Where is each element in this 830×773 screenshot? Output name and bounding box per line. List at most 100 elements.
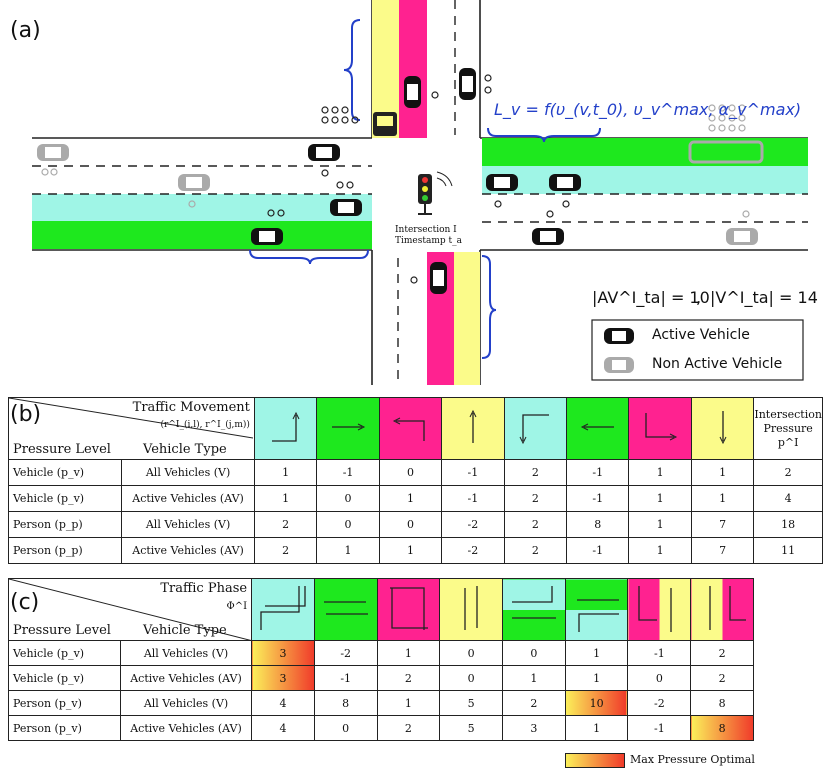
table-cell: Person (p_p) xyxy=(7,537,123,564)
table-cell: 2 xyxy=(503,485,568,512)
table-cell: 5 xyxy=(439,690,504,716)
table-cell: Active Vehicles (AV) xyxy=(121,537,255,564)
phase-icon-8 xyxy=(690,578,754,641)
brace-east xyxy=(487,127,601,143)
v-count: |V^I_ta| = 14 xyxy=(710,288,818,307)
table-cell: Active Vehicles (AV) xyxy=(119,665,253,691)
timestamp-label: Timestamp t_a xyxy=(395,236,462,246)
table-cell: Active Vehicles (AV) xyxy=(121,485,255,512)
phase-sub-label: Φ^I xyxy=(226,601,248,612)
passengers-grey xyxy=(41,104,750,218)
panel-a-label: (a) xyxy=(10,18,41,43)
table-cell: 2 xyxy=(503,459,568,486)
table-cell: 1 xyxy=(564,640,629,666)
table-cell: 0 xyxy=(439,665,504,691)
table-cell: -1 xyxy=(313,665,378,691)
formula-label: L_v = f(υ_(v,t_0), υ_v^max, α_v^max) xyxy=(494,100,802,119)
phase-icon-4 xyxy=(439,578,504,641)
phase-icon-3 xyxy=(376,578,441,641)
table-b-header: Traffic Movement (r^I_(i,l), r^I_(j,m)) … xyxy=(8,397,255,460)
pressure-level-label: Pressure Level xyxy=(13,442,111,457)
table-cell: All Vehicles (V) xyxy=(119,690,253,716)
table-cell: 4 xyxy=(251,715,315,741)
table-cell: 8 xyxy=(690,690,754,716)
movement-icon-7 xyxy=(628,397,692,460)
av-count: |AV^I_ta| = 10 xyxy=(592,288,710,307)
phase-icon-6 xyxy=(564,578,629,641)
max-pressure-cell: 8 xyxy=(690,715,754,741)
table-cell: -2 xyxy=(441,537,505,564)
table-cell: 2 xyxy=(503,537,568,564)
intersection-label: Intersection I xyxy=(395,225,457,235)
phase-pressure-table: Traffic Phase Φ^I Pressure Level Vehicle… xyxy=(7,578,754,741)
table-cell: 8 xyxy=(313,690,378,716)
non-active-cars xyxy=(37,140,764,245)
movement-icon-8 xyxy=(690,397,755,460)
movement-icon-5 xyxy=(503,397,568,460)
legend-frame xyxy=(591,319,804,381)
table-cell: 0 xyxy=(313,715,378,741)
brace-south xyxy=(481,255,497,359)
table-cell: -1 xyxy=(566,537,630,564)
table-cell: -1 xyxy=(566,459,630,486)
table-cell: 0 xyxy=(439,640,504,666)
max-pressure-cell: 3 xyxy=(251,665,315,691)
table-cell: 8 xyxy=(566,511,630,538)
table-cell: -1 xyxy=(566,485,630,512)
count-separator: , xyxy=(696,288,702,307)
table-cell: 5 xyxy=(439,715,504,741)
table-cell: 1 xyxy=(628,485,692,512)
table-cell: 0 xyxy=(502,640,566,666)
table-cell: 1 xyxy=(628,537,692,564)
table-cell: 1 xyxy=(502,665,566,691)
table-cell: 2 xyxy=(503,511,568,538)
table-cell: Person (p_v) xyxy=(8,715,121,741)
traffic-movement-label: Traffic Movement xyxy=(132,400,250,415)
movement-icon-1 xyxy=(253,397,318,460)
table-cell: -2 xyxy=(313,640,378,666)
table-cell: 1 xyxy=(253,459,318,486)
table-cell: 0 xyxy=(316,485,380,512)
table-cell: 1 xyxy=(378,537,443,564)
table-cell: 2 xyxy=(690,640,754,666)
table-cell: Vehicle (p_v) xyxy=(8,640,121,666)
table-cell: 1 xyxy=(376,640,441,666)
table-cell: 11 xyxy=(753,537,823,564)
table-cell: 1 xyxy=(378,485,443,512)
lane-north-magenta xyxy=(399,0,427,138)
table-cell: 1 xyxy=(564,665,629,691)
table-cell: -1 xyxy=(441,485,505,512)
table-cell: 2 xyxy=(376,665,441,691)
table-cell: 2 xyxy=(253,537,318,564)
table-cell: 2 xyxy=(690,665,754,691)
table-cell: Vehicle (p_v) xyxy=(8,665,121,691)
table-cell: -2 xyxy=(627,690,692,716)
table-cell: 2 xyxy=(253,511,318,538)
table-cell: 1 xyxy=(376,690,441,716)
phase-icon-5 xyxy=(502,578,566,641)
table-cell: -1 xyxy=(627,640,692,666)
phase-icon-1 xyxy=(251,578,315,641)
table-cell: 1 xyxy=(564,715,629,741)
legend-non-active: Non Active Vehicle xyxy=(652,356,783,372)
movement-icon-2 xyxy=(316,397,380,460)
bus-grey xyxy=(688,140,764,164)
traffic-light-icon xyxy=(418,171,453,215)
pressure-level-label: Pressure Level xyxy=(13,623,111,638)
max-pressure-legend-swatch xyxy=(565,753,625,768)
table-cell: 1 xyxy=(628,511,692,538)
vehicle-type-label: Vehicle Type xyxy=(143,442,227,457)
table-cell: 2 xyxy=(502,690,566,716)
table-cell: 1 xyxy=(316,537,380,564)
movement-icon-6 xyxy=(566,397,630,460)
table-cell: 2 xyxy=(376,715,441,741)
active-cars xyxy=(251,68,581,294)
